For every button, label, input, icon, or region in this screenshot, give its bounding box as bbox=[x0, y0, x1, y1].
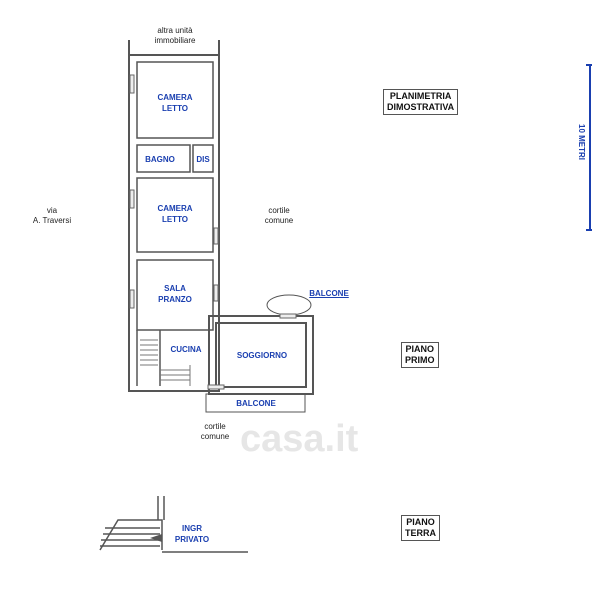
interior-walls bbox=[136, 61, 214, 386]
room-ingresso-line-2: PRIVATO bbox=[174, 535, 210, 544]
scale-label: 10 METRI bbox=[577, 124, 586, 161]
courtyard-right-line-2: comune bbox=[264, 216, 294, 225]
entrance-arrow-icon bbox=[150, 534, 162, 542]
first-floor-line-2: PRIMO bbox=[405, 355, 435, 365]
stair-lines bbox=[140, 339, 191, 386]
courtyard-label-bottom: cortile comune bbox=[190, 422, 240, 442]
courtyard-label-right: cortile comune bbox=[254, 206, 304, 226]
room-camera-letto-1: CAMERA LETTO bbox=[145, 92, 205, 114]
room-ingresso-line-1: INGR bbox=[182, 524, 202, 533]
first-floor-line-1: PIANO bbox=[405, 344, 435, 354]
neighbour-unit-line-2: immobiliare bbox=[154, 36, 196, 45]
room-camera-letto-2: CAMERA LETTO bbox=[145, 203, 205, 225]
courtyard-bottom-line-1: cortile bbox=[204, 422, 226, 431]
watermark: casa.it bbox=[240, 418, 359, 460]
ground-floor-line-2: TERRA bbox=[405, 528, 436, 538]
plan-title-box: PLANIMETRIA DIMOSTRATIVA bbox=[383, 89, 459, 115]
ground-floor-line-1: PIANO bbox=[406, 517, 435, 527]
room-sala-pranzo: SALA PRANZO bbox=[145, 283, 205, 305]
plan-title-line-2: DIMOSTRATIVA bbox=[387, 102, 455, 112]
room-ingresso-privato: INGR PRIVATO bbox=[170, 523, 214, 545]
room-balcone-bottom: BALCONE bbox=[236, 399, 276, 408]
room-sala-line-1: SALA bbox=[164, 284, 186, 293]
bottom-balcony-outline bbox=[205, 393, 306, 413]
room-soggiorno: SOGGIORNO bbox=[236, 351, 288, 360]
courtyard-bottom-line-2: comune bbox=[200, 432, 230, 441]
room-camera-1-line-1: CAMERA bbox=[157, 93, 193, 102]
room-balcone-right: BALCONE bbox=[309, 289, 349, 298]
ground-floor-stair bbox=[99, 496, 248, 553]
room-camera-2-line-1: CAMERA bbox=[157, 204, 193, 213]
ground-floor-label: PIANO TERRA bbox=[401, 515, 440, 541]
main-wing-walls bbox=[128, 40, 220, 392]
plan-title-line-1: PLANIMETRIA bbox=[389, 91, 452, 101]
first-floor-label: PIANO PRIMO bbox=[401, 342, 439, 368]
room-sala-line-2: PRANZO bbox=[158, 295, 192, 304]
window-markers bbox=[129, 74, 297, 390]
scale-bar bbox=[586, 64, 592, 231]
street-line-2: A. Traversi bbox=[32, 216, 72, 225]
room-cucina: CUCINA bbox=[170, 345, 202, 354]
courtyard-right-line-1: cortile bbox=[268, 206, 290, 215]
room-camera-1-line-2: LETTO bbox=[161, 104, 189, 113]
right-balcony-outline bbox=[266, 294, 312, 316]
neighbour-unit-line-1: altra unità bbox=[157, 26, 193, 35]
street-label: via A. Traversi bbox=[24, 206, 80, 226]
neighbour-unit-label: altra unità immobiliare bbox=[140, 26, 210, 46]
room-camera-2-line-2: LETTO bbox=[161, 215, 189, 224]
street-line-1: via bbox=[46, 206, 58, 215]
room-bagno: BAGNO bbox=[145, 155, 175, 164]
room-dis: DIS bbox=[196, 155, 210, 164]
